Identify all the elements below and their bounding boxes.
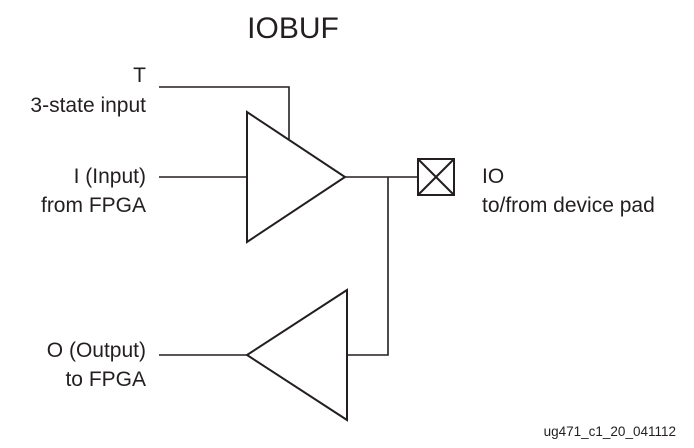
t-control-wire [159, 86, 290, 139]
io-signal-description: to/from device pad [482, 194, 655, 217]
pad-to-input-buffer-wire [347, 177, 389, 356]
io-signal-name: IO [482, 165, 504, 188]
t-signal-description: 3-state input [30, 94, 146, 117]
i-signal-name: I (Input) [74, 165, 146, 188]
i-signal-description: from FPGA [41, 194, 146, 217]
diagram-title: IOBUF [247, 12, 339, 45]
device-pad-icon [417, 158, 455, 196]
figure-id: ug471_c1_20_041112 [544, 424, 676, 439]
o-signal-description: to FPGA [65, 368, 146, 391]
o-signal-name: O (Output) [47, 339, 146, 362]
t-signal-name: T [133, 64, 146, 87]
input-buffer-triangle [245, 288, 348, 422]
output-buffer-triangle [246, 110, 347, 244]
